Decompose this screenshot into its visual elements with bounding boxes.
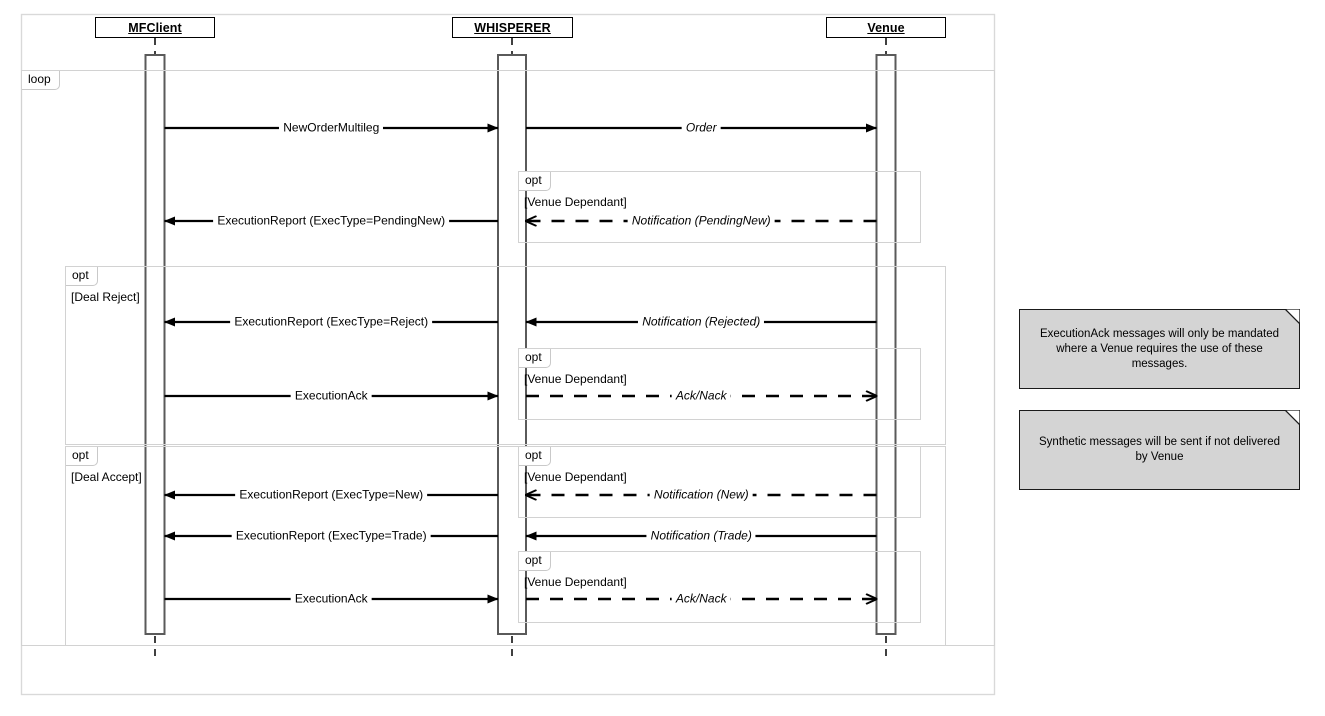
fragment-operator-label: opt xyxy=(66,447,98,466)
fragment-guard-condition: [Venue Dependant] xyxy=(524,470,627,484)
fragment-operator-label: opt xyxy=(519,349,551,368)
fragment-guard-condition: [Venue Dependant] xyxy=(524,195,627,209)
fragment-opt-acknack-accept xyxy=(518,551,921,623)
message-label-m10: ExecutionReport (ExecType=New) xyxy=(235,488,428,502)
activation-bar-whisperer xyxy=(497,54,527,635)
message-label-m9: Notification (New) xyxy=(649,488,753,502)
fragment-guard-condition: [Deal Reject] xyxy=(71,290,140,304)
fragment-guard-condition: [Venue Dependant] xyxy=(524,372,627,386)
fragment-guard-condition: [Deal Accept] xyxy=(71,470,142,484)
message-label-m1: NewOrderMultileg xyxy=(279,121,384,135)
note-text: Synthetic messages will be sent if not d… xyxy=(1039,436,1280,463)
message-label-m14: Ack/Nack xyxy=(671,592,731,606)
activation-bars-group xyxy=(144,54,897,635)
message-arrows-group xyxy=(164,123,877,599)
note-synthetic: Synthetic messages will be sent if not d… xyxy=(1019,410,1300,490)
fragment-guard-condition: [Venue Dependant] xyxy=(524,575,627,589)
fragment-opt-acknack-reject xyxy=(518,348,921,420)
fragment-opt-pendingnew xyxy=(518,171,921,243)
message-label-m12: ExecutionReport (ExecType=Trade) xyxy=(231,529,431,543)
activation-bar-venue xyxy=(875,54,897,635)
participant-venue[interactable]: Venue xyxy=(826,17,946,38)
fragment-operator-label: loop xyxy=(22,71,60,90)
note-fold-corner-icon xyxy=(1285,410,1300,425)
participant-mfclient[interactable]: MFClient xyxy=(95,17,215,38)
fragment-opt-deal-accept xyxy=(65,446,946,646)
message-label-m6: ExecutionReport (ExecType=Reject) xyxy=(230,315,433,329)
message-label-m5: Notification (Rejected) xyxy=(638,315,765,329)
message-label-m7: ExecutionAck xyxy=(290,389,372,403)
message-label-m4: ExecutionReport (ExecType=PendingNew) xyxy=(213,214,450,228)
participant-label: MFClient xyxy=(128,20,182,35)
participant-label: WHISPERER xyxy=(474,20,551,35)
fragment-operator-label: opt xyxy=(519,447,551,466)
participant-label: Venue xyxy=(867,20,905,35)
activation-bar-mfclient xyxy=(144,54,166,635)
fragment-opt-deal-reject xyxy=(65,266,946,445)
message-label-m11: Notification (Trade) xyxy=(646,529,756,543)
fragment-operator-label: opt xyxy=(66,267,98,286)
note-fold-corner-icon xyxy=(1285,309,1300,324)
note-text: ExecutionAck messages will only be manda… xyxy=(1039,327,1280,370)
participant-whisperer[interactable]: WHISPERER xyxy=(452,17,573,38)
fragment-operator-label: opt xyxy=(519,552,551,571)
message-label-m3: Notification (PendingNew) xyxy=(627,214,775,228)
note-executionack: ExecutionAck messages will only be manda… xyxy=(1019,309,1300,389)
fragment-opt-new-notification xyxy=(518,446,921,518)
message-label-m8: Ack/Nack xyxy=(671,389,731,403)
message-label-m13: ExecutionAck xyxy=(290,592,372,606)
message-label-m2: Order xyxy=(681,121,721,135)
fragment-operator-label: opt xyxy=(519,172,551,191)
